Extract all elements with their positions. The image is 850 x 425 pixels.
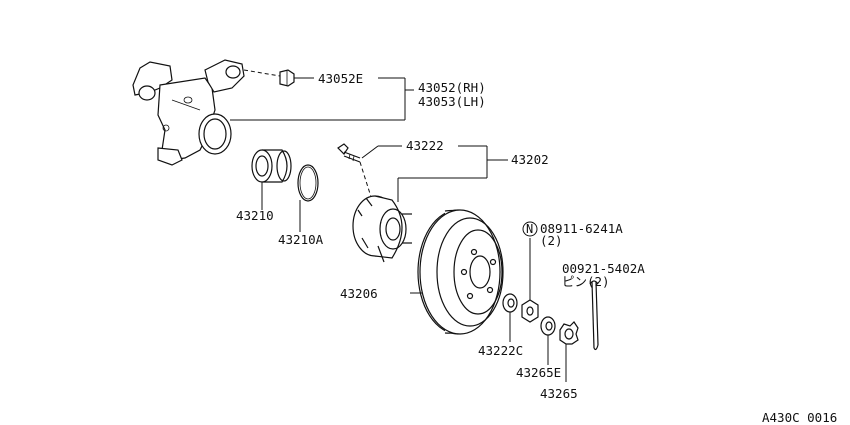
- label-43210a: 43210A: [278, 232, 324, 247]
- standard-part-letter: N: [526, 222, 533, 236]
- hub-nut: [521, 299, 539, 323]
- standard-part-marker: [522, 221, 538, 237]
- label-43222c: 43222C: [478, 343, 523, 358]
- figure-code: A430C 0016: [762, 410, 837, 425]
- nut-43052e: [279, 69, 295, 87]
- label-43222: 43222: [406, 138, 444, 153]
- label-43052-rh: 43052(RH): [418, 80, 486, 95]
- hub-bolt: [337, 143, 361, 163]
- label-43052e: 43052E: [318, 71, 363, 86]
- label-08911-qty: (2): [540, 233, 563, 248]
- label-43202: 43202: [511, 152, 549, 167]
- snap-ring: [297, 164, 319, 202]
- label-43053-lh: 43053(LH): [418, 94, 486, 109]
- steering-knuckle: [132, 59, 245, 166]
- wheel-hub: [352, 195, 412, 263]
- label-00921-desc: ピン(2): [562, 274, 610, 289]
- wheel-bearing: [251, 149, 292, 183]
- label-43265e: 43265E: [516, 365, 561, 380]
- label-00921-5402a: 00921-5402A: [562, 261, 645, 276]
- thrust-washer: [540, 316, 556, 336]
- label-43206: 43206: [340, 286, 378, 301]
- cotter-pin: [589, 280, 599, 351]
- grease-seal: [502, 293, 518, 313]
- label-08911-6241a: 08911-6241A: [540, 221, 623, 236]
- brake-drum: [417, 209, 504, 335]
- castle-cap: [559, 321, 579, 345]
- label-43210: 43210: [236, 208, 274, 223]
- label-43265: 43265: [540, 386, 578, 401]
